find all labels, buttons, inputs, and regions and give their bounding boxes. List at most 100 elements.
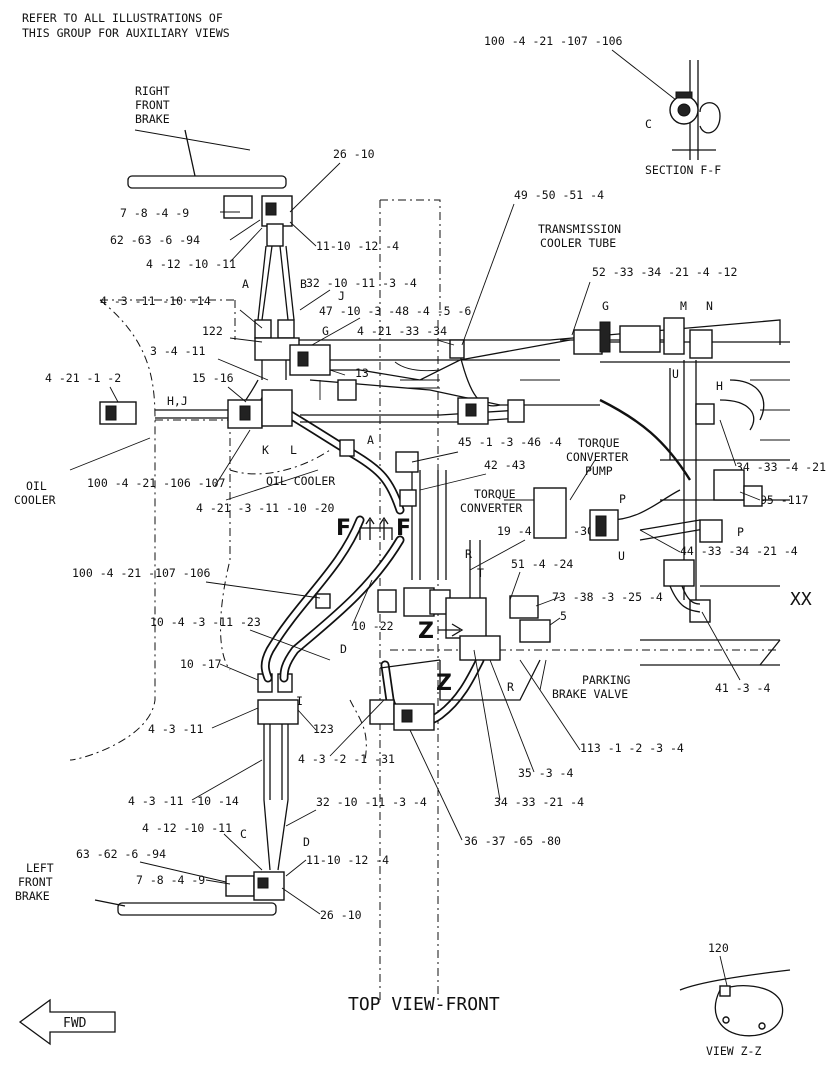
torque-converter-pump-label: CONVERTER: [566, 450, 628, 464]
callout: 4 -21 -1 -2: [45, 371, 121, 385]
callout: 34 -33 -4 -21: [736, 460, 826, 474]
callout: 4 -3 -11 -10 -14: [100, 294, 211, 308]
callout: 32 -10 -11 -3 -4: [316, 795, 427, 809]
callout: 4 -3 -2 -1 -31: [298, 752, 395, 766]
letter-tag: A: [242, 277, 249, 291]
tubes: [155, 339, 711, 701]
callout: 4 -21 -33 -34: [357, 324, 447, 338]
callout: 10 -17: [180, 657, 222, 671]
letter-tag: I: [296, 694, 303, 708]
leader-lines: [69, 49, 761, 991]
letter-tag: P: [737, 525, 744, 539]
left-front-brake: [94, 871, 285, 916]
section-ff-label: SECTION F-F: [645, 163, 721, 177]
callout: 100 -4 -21 -107 -106: [484, 34, 623, 48]
callout: 7 -8 -4 -9: [120, 206, 189, 220]
brake-lines: [239, 245, 300, 871]
callout: 41 -3 -4: [715, 681, 770, 695]
callout: 4 -3 -11 -10 -14: [128, 794, 239, 808]
callout: 35 -3 -4: [518, 766, 573, 780]
callout: 120: [708, 941, 729, 955]
callout: 49 -50 -51 -4: [514, 188, 604, 202]
fwd-arrow-icon: FWD: [18, 998, 116, 1046]
callout: 73 -38 -3 -25 -4: [552, 590, 663, 604]
section-f-marker: F: [396, 516, 411, 541]
misc-details: [319, 379, 765, 613]
view-title: TOP VIEW-FRONT: [348, 994, 500, 1015]
view-zz-label: VIEW Z-Z: [706, 1044, 761, 1058]
oil-cooler-label: OIL: [26, 479, 47, 493]
right-front-brake-label: BRAKE: [135, 112, 170, 126]
letter-tag: R: [507, 680, 514, 694]
left-front-brake-label: BRAKE: [15, 889, 50, 903]
main-hoses: [260, 395, 485, 727]
letter-tag: J: [338, 289, 345, 303]
part-callouts: 100 -4 -21 -107 -106 26 -10 7 -8 -4 -9 6…: [45, 34, 826, 955]
parking-brake-valve-label: BRAKE VALVE: [552, 687, 628, 701]
transmission-cooler-tube-label: TRANSMISSION: [538, 222, 621, 236]
callout: 10 -4 -3 -11 -23: [150, 615, 261, 629]
callout: 42 -43: [484, 458, 526, 472]
letter-tag: A: [367, 433, 374, 447]
right-front-brake: [127, 129, 293, 247]
right-front-brake-label: FRONT: [135, 98, 170, 112]
callout: 44 -33 -34 -21 -4: [680, 544, 798, 558]
section-z-arrows: [438, 623, 464, 637]
letter-tag: D: [340, 642, 347, 656]
torque-converter-pump-label: PUMP: [585, 464, 613, 478]
header-note-line-2: THIS GROUP FOR AUXILIARY VIEWS: [22, 26, 230, 40]
letter-tag: G: [322, 324, 329, 338]
callout: 62 -63 -6 -94: [110, 233, 200, 247]
letter-tag: R: [465, 547, 472, 561]
letter-tag: P: [619, 492, 626, 506]
section-ff-detail: [669, 60, 721, 160]
callout: 7 -8 -4 -9: [136, 873, 205, 887]
section-z-marker: Z: [418, 619, 434, 644]
callout: 15 -16: [192, 371, 234, 385]
callout: 4 -12 -10 -11: [142, 821, 232, 835]
callout: 47 -10 -3 -48 -4 -5 -6: [319, 304, 471, 318]
letter-tag: D: [303, 835, 310, 849]
letter-tag: H,J: [167, 394, 188, 408]
callout: 123: [313, 722, 334, 736]
callout: 63 -62 -6 -94: [76, 847, 166, 861]
letter-tag: C: [645, 117, 652, 131]
torque-converter-pump-label: TORQUE: [578, 436, 620, 450]
callout: 3 -4 -11: [150, 344, 205, 358]
callout: 122: [202, 324, 223, 338]
letter-tag: K: [262, 443, 269, 457]
callout: 36 -37 -65 -80: [464, 834, 561, 848]
fittings: [99, 317, 763, 731]
letter-tags: C A B G M N H,J K L G U H A F F R T P P …: [167, 117, 744, 849]
callout: 4 -3 -11: [148, 722, 203, 736]
view-zz-detail: [679, 969, 791, 1037]
section-f-arrows: [359, 516, 393, 540]
callout: 11-10 -12 -4: [316, 239, 399, 253]
letter-tag: C: [240, 827, 247, 841]
callout: 26 -10: [320, 908, 362, 922]
left-front-brake-label: LEFT: [26, 861, 54, 875]
right-front-brake-label: RIGHT: [135, 84, 170, 98]
torque-converter-label: TORQUE: [474, 487, 516, 501]
letter-tag: M: [680, 299, 687, 313]
letter-tag: G: [602, 299, 609, 313]
oil-cooler-label: COOLER: [14, 493, 56, 507]
callout: 4 -12 -10 -11: [146, 257, 236, 271]
left-front-brake-label: FRONT: [18, 875, 53, 889]
callout: 34 -33 -21 -4: [494, 795, 584, 809]
callout: 13: [355, 366, 369, 380]
letter-tag: B: [300, 277, 307, 291]
section-f-marker: F: [336, 516, 351, 541]
callout: 4 -21 -3 -11 -10 -20: [196, 501, 335, 515]
letter-tag: U: [672, 367, 679, 381]
callout: 52 -33 -34 -21 -4 -12: [592, 265, 737, 279]
callout: 113 -1 -2 -3 -4: [580, 741, 684, 755]
letter-tag: N: [706, 299, 713, 313]
callout: 32 -10 -11 -3 -4: [306, 276, 417, 290]
callout: 11-10 -12 -4: [306, 853, 389, 867]
oil-cooler-label-mid: OIL COOLER: [266, 474, 335, 488]
callout: 100 -4 -21 -106 -107: [87, 476, 226, 490]
xx-marker: XX: [790, 589, 812, 610]
